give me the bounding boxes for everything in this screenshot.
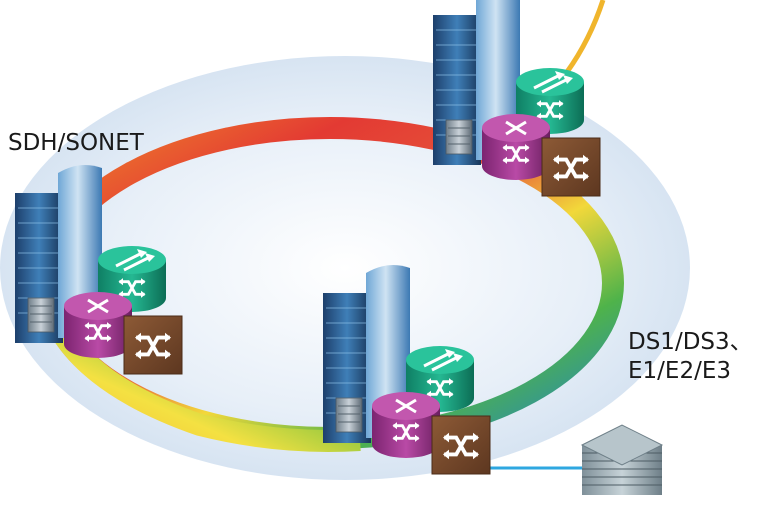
- sdh-sonet-label: SDH/SONET: [8, 130, 144, 156]
- tributary-label: DS1/DS3、 E1/E2/E3: [628, 328, 753, 386]
- terminal-equipment-icon: [580, 424, 664, 495]
- tributary-label-line2: E1/E2/E3: [628, 357, 731, 384]
- uplink-line: [564, 0, 606, 74]
- tributary-label-line1: DS1/DS3、: [628, 329, 753, 355]
